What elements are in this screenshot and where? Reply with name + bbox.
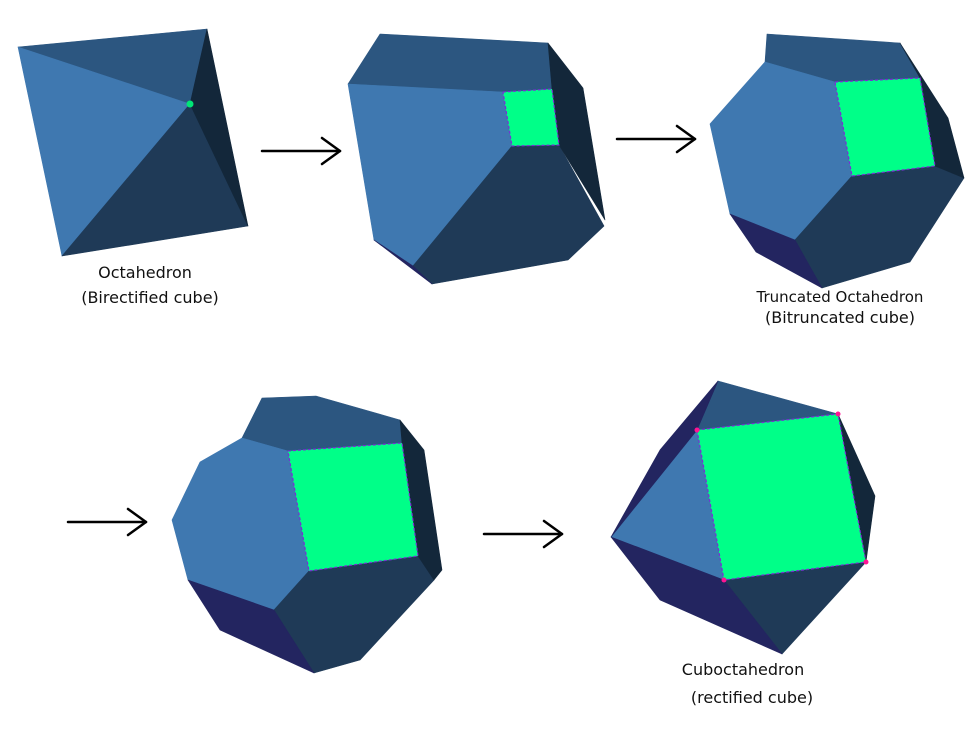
right-arrow-icon <box>482 519 564 549</box>
cuboctahedron-subtitle-label: (rectified cube) <box>690 688 814 707</box>
truncated-octahedron-subtitle-label: (Bitruncated cube) <box>765 308 915 327</box>
shape3-bottom-left-face <box>729 213 823 289</box>
right-arrow-icon <box>615 124 697 154</box>
shape5-square-face <box>696 413 867 581</box>
octahedron-vertex-dot <box>186 100 194 108</box>
right-arrow-icon <box>66 507 148 537</box>
shape2-right-face <box>547 42 606 221</box>
shape5-upper-left-face <box>610 380 719 538</box>
shape5-vertex-dot-3 <box>863 559 869 565</box>
right-arrow-icon <box>260 136 342 166</box>
truncated-shape-1 <box>347 33 606 285</box>
shape2-square-face <box>502 88 560 147</box>
shape2-bottom-left-face <box>373 239 433 285</box>
shape5-vertex-dot-4 <box>721 577 727 583</box>
shape3-square-face <box>834 77 936 177</box>
octahedron-right-face <box>189 28 249 227</box>
shape4-top-face <box>241 395 403 452</box>
truncated-shape-2 <box>171 395 443 674</box>
cuboctahedron-name-label: Cuboctahedron <box>681 660 805 679</box>
truncated-octahedron-shape <box>709 33 965 289</box>
truncated-octahedron-name-label: Truncated Octahedron <box>756 288 924 306</box>
shape5-bottom-left-face <box>610 536 783 655</box>
shape2-top-face <box>347 33 553 93</box>
shape4-square-face <box>287 442 419 572</box>
cuboctahedron-shape <box>610 380 876 655</box>
shape5-vertex-dot-1 <box>694 427 700 433</box>
shape5-vertex-dot-2 <box>835 411 841 417</box>
octahedron-subtitle-label: (Birectified cube) <box>81 288 219 307</box>
shape4-bottom-left-face <box>187 579 315 674</box>
octahedron-shape <box>17 28 249 257</box>
octahedron-name-label: Octahedron <box>98 263 192 282</box>
shape3-right-face <box>899 42 965 179</box>
